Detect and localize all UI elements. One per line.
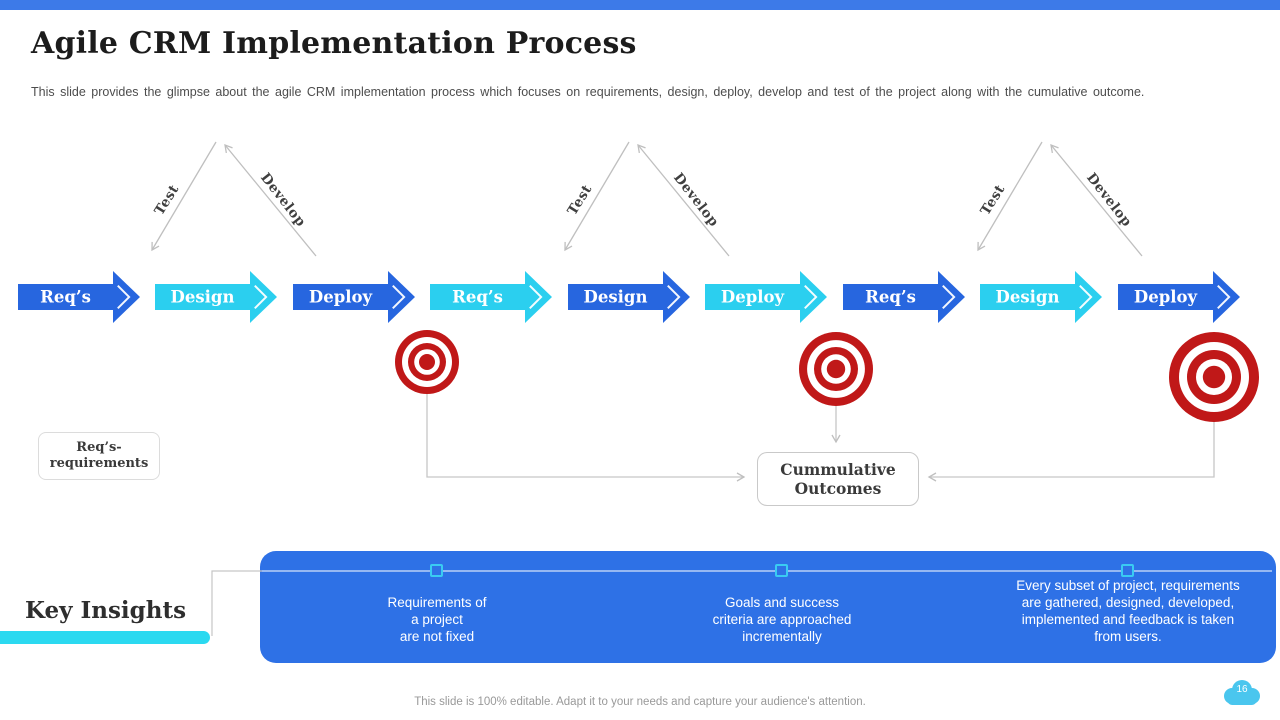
cycle-test-label: Test [977,181,1009,219]
page-title: Agile CRM Implementation Process [31,26,637,61]
cycle-develop-label: Develop [257,169,309,231]
target-icon [395,330,459,394]
reqs-legend-box: Req’s- requirements [38,432,160,480]
target-icon [1169,332,1259,422]
process-arrow-reqs: Req’s [430,271,552,323]
process-step-label: Design [170,287,235,307]
timeline-node-icon [1121,564,1134,577]
insight-item: Goals and success criteria are approache… [712,595,852,644]
insight-item: Every subset of project, requirements ar… [1016,578,1240,644]
key-insights-underline [0,631,210,644]
slide-subtitle: This slide provides the glimpse about th… [31,85,1145,99]
process-step-label: Design [583,287,648,307]
process-arrow-deploy: Deploy [293,271,415,323]
page-number-cloud: 16 [1220,678,1264,708]
page-number: 16 [1236,684,1248,695]
process-step-label: Deploy [1133,287,1198,307]
process-arrow-deploy: Deploy [1118,271,1240,323]
process-arrow-design: Design [568,271,690,323]
cumulative-outcomes-box: Cummulative Outcomes [757,452,919,506]
slide-footer-note: This slide is 100% editable. Adapt it to… [414,696,866,708]
cycle-develop-label: Develop [1083,169,1135,231]
key-insights-connector [211,570,262,636]
process-arrow-design: Design [980,271,1102,323]
key-insights-heading: Key Insights [25,597,187,624]
process-step-label: Req’s [865,287,916,307]
process-arrow-deploy: Deploy [705,271,827,323]
process-arrow-reqs: Req’s [843,271,965,323]
timeline-node-icon [430,564,443,577]
target-icon [799,332,873,406]
cycle-test-label: Test [151,181,183,219]
process-step-label: Deploy [308,287,373,307]
process-step-label: Design [995,287,1060,307]
timeline-node-icon [775,564,788,577]
process-step-label: Req’s [452,287,503,307]
process-arrow-reqs: Req’s [18,271,140,323]
top-accent-bar [0,0,1280,10]
cycle-test-label: Test [564,181,596,219]
cloud-icon [1224,680,1260,705]
process-step-label: Req’s [40,287,91,307]
insight-item: Requirements of a project are not fixed [387,595,487,644]
key-insights-panel [260,551,1276,663]
process-arrow-design: Design [155,271,277,323]
cycle-develop-label: Develop [670,169,722,231]
process-step-label: Deploy [720,287,785,307]
